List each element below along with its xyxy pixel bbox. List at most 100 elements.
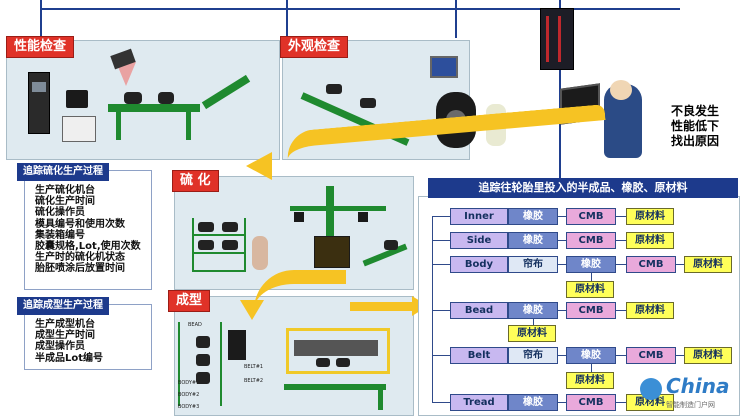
watermark-logo: China 智能制造门户网 bbox=[640, 374, 736, 414]
tire-icon bbox=[222, 222, 238, 232]
list-item: 半成品Lot编号 bbox=[35, 352, 104, 364]
molding-conveyor bbox=[284, 384, 386, 390]
tree-node-comp: Tread bbox=[450, 394, 508, 411]
tree-connector bbox=[432, 402, 450, 403]
vulcanization-tag: 硫 化 bbox=[172, 170, 219, 192]
tire-icon bbox=[198, 222, 214, 232]
tree-node-rubber: 橡胶 bbox=[508, 208, 558, 225]
tree-node-raw: 原材料 bbox=[626, 232, 674, 249]
list-item: 硫化生产时间 bbox=[35, 196, 95, 208]
tree-node-rubber: 橡胶 bbox=[566, 256, 616, 273]
callout-line: 找出原因 bbox=[670, 134, 719, 148]
flow-arrow-head bbox=[240, 300, 264, 320]
tree-connector bbox=[432, 310, 450, 311]
tree-node-raw: 原材料 bbox=[566, 281, 614, 298]
tree-connector bbox=[432, 216, 433, 402]
tree-connector bbox=[616, 216, 626, 217]
tree-node-rubber: 橡胶 bbox=[508, 232, 558, 249]
press-gantry bbox=[290, 206, 386, 211]
tire-icon bbox=[316, 358, 330, 367]
tree-node-comp: Belt bbox=[450, 347, 508, 364]
tree-node-comp: Inner bbox=[450, 208, 508, 225]
performance-inspection-tag: 性能检查 bbox=[6, 36, 75, 58]
tree-connector bbox=[616, 310, 626, 311]
label-body2: BODY#2 bbox=[178, 392, 200, 398]
tree-connector bbox=[432, 355, 450, 356]
flow-arrow bbox=[350, 302, 414, 311]
tree-node-raw: 原材料 bbox=[626, 302, 674, 319]
server-rack-illustration bbox=[540, 8, 574, 70]
tree-node-raw: 原材料 bbox=[684, 347, 732, 364]
list-item: 生产时的硫化机状态 bbox=[35, 252, 125, 264]
list-item: 胶囊规格,Lot,使用次数 bbox=[35, 241, 141, 253]
label-belt2: BELT#2 bbox=[244, 378, 264, 384]
tree-node-cloth: 帘布 bbox=[508, 347, 558, 364]
tire-icon bbox=[360, 98, 376, 108]
tree-connector bbox=[616, 240, 626, 241]
operator-desk bbox=[62, 116, 96, 142]
tree-connector bbox=[591, 364, 592, 372]
tree-node-raw: 原材料 bbox=[508, 325, 556, 342]
list-item: 成型操作员 bbox=[35, 341, 85, 353]
tree-node-raw: 原材料 bbox=[566, 372, 614, 389]
tree-connector bbox=[558, 264, 566, 265]
tree-connector bbox=[432, 240, 450, 241]
tire-icon bbox=[198, 240, 214, 250]
tree-node-cmb: CMB bbox=[566, 232, 616, 249]
appearance-inspection-tag: 外观检查 bbox=[280, 36, 349, 58]
conveyor-table bbox=[108, 104, 200, 112]
connector-line bbox=[40, 0, 42, 40]
drum-icon bbox=[196, 354, 210, 366]
list-item: 成型生产时间 bbox=[35, 330, 95, 342]
tree-node-comp: Side bbox=[450, 232, 508, 249]
inspection-monitor bbox=[430, 56, 458, 78]
tree-connector bbox=[558, 240, 566, 241]
worker-figure bbox=[252, 236, 268, 270]
trace-vulcanization-list: 生产硫化机台 硫化生产时间 硫化操作员 模具编号和使用次数 集装箱编号 胶囊规格… bbox=[35, 185, 141, 275]
tire-icon bbox=[384, 240, 398, 250]
tree-node-cmb: CMB bbox=[566, 208, 616, 225]
tree-connector bbox=[558, 216, 566, 217]
trace-vulcanization-title: 追踪硫化生产过程 bbox=[17, 163, 109, 181]
list-item: 集装箱编号 bbox=[35, 229, 85, 241]
tree-connector bbox=[676, 355, 684, 356]
watermark-mark bbox=[640, 378, 662, 400]
molding-tag: 成型 bbox=[168, 290, 211, 312]
tree-node-cmb: CMB bbox=[626, 256, 676, 273]
drum-icon bbox=[196, 336, 210, 348]
defect-callout: 不良发生 性能低下 找出原因 bbox=[660, 104, 730, 149]
tree-connector bbox=[432, 264, 450, 265]
trace-vulcanization-box: 追踪硫化生产过程 生产硫化机台 硫化生产时间 硫化操作员 模具编号和使用次数 集… bbox=[17, 163, 152, 290]
performance-inspection-panel bbox=[6, 40, 280, 160]
tree-connector bbox=[616, 402, 626, 403]
tree-node-raw: 原材料 bbox=[626, 208, 674, 225]
drum-icon bbox=[196, 372, 210, 384]
trace-molding-list: 生产成型机台 成型生产时间 成型操作员 半成品Lot编号 bbox=[35, 319, 103, 364]
connector-line bbox=[455, 0, 457, 38]
callout-line: 不良发生 bbox=[670, 104, 719, 118]
list-item: 硫化操作员 bbox=[35, 207, 85, 219]
list-item: 生产成型机台 bbox=[35, 319, 95, 330]
tree-connector bbox=[533, 319, 534, 325]
tire-icon bbox=[124, 92, 142, 104]
inspector-figure bbox=[486, 104, 506, 146]
molding-panel bbox=[174, 296, 414, 416]
flow-arrow-head bbox=[246, 152, 272, 180]
trace-molding-box: 追踪成型生产过程 生产成型机台 成型生产时间 成型操作员 半成品Lot编号 bbox=[17, 297, 152, 370]
materials-tree-title: 追踪往轮胎里投入的半成品、橡胶、原材料 bbox=[428, 178, 738, 198]
tree-connector bbox=[432, 216, 450, 217]
building-drum-frame bbox=[286, 328, 390, 374]
tree-node-rubber: 橡胶 bbox=[508, 302, 558, 319]
watermark-sub: 智能制造门户网 bbox=[666, 401, 715, 409]
tree-connector bbox=[558, 310, 566, 311]
connector-line bbox=[286, 0, 288, 38]
label-body1: BODY#1 bbox=[178, 380, 200, 386]
molding-machine bbox=[228, 330, 246, 360]
tire-storage-rack bbox=[192, 218, 246, 272]
list-item: 模具编号和使用次数 bbox=[35, 218, 125, 230]
list-item: 生产硫化机台 bbox=[35, 185, 95, 196]
tire-icon bbox=[326, 84, 342, 94]
tree-node-raw: 原材料 bbox=[684, 256, 732, 273]
